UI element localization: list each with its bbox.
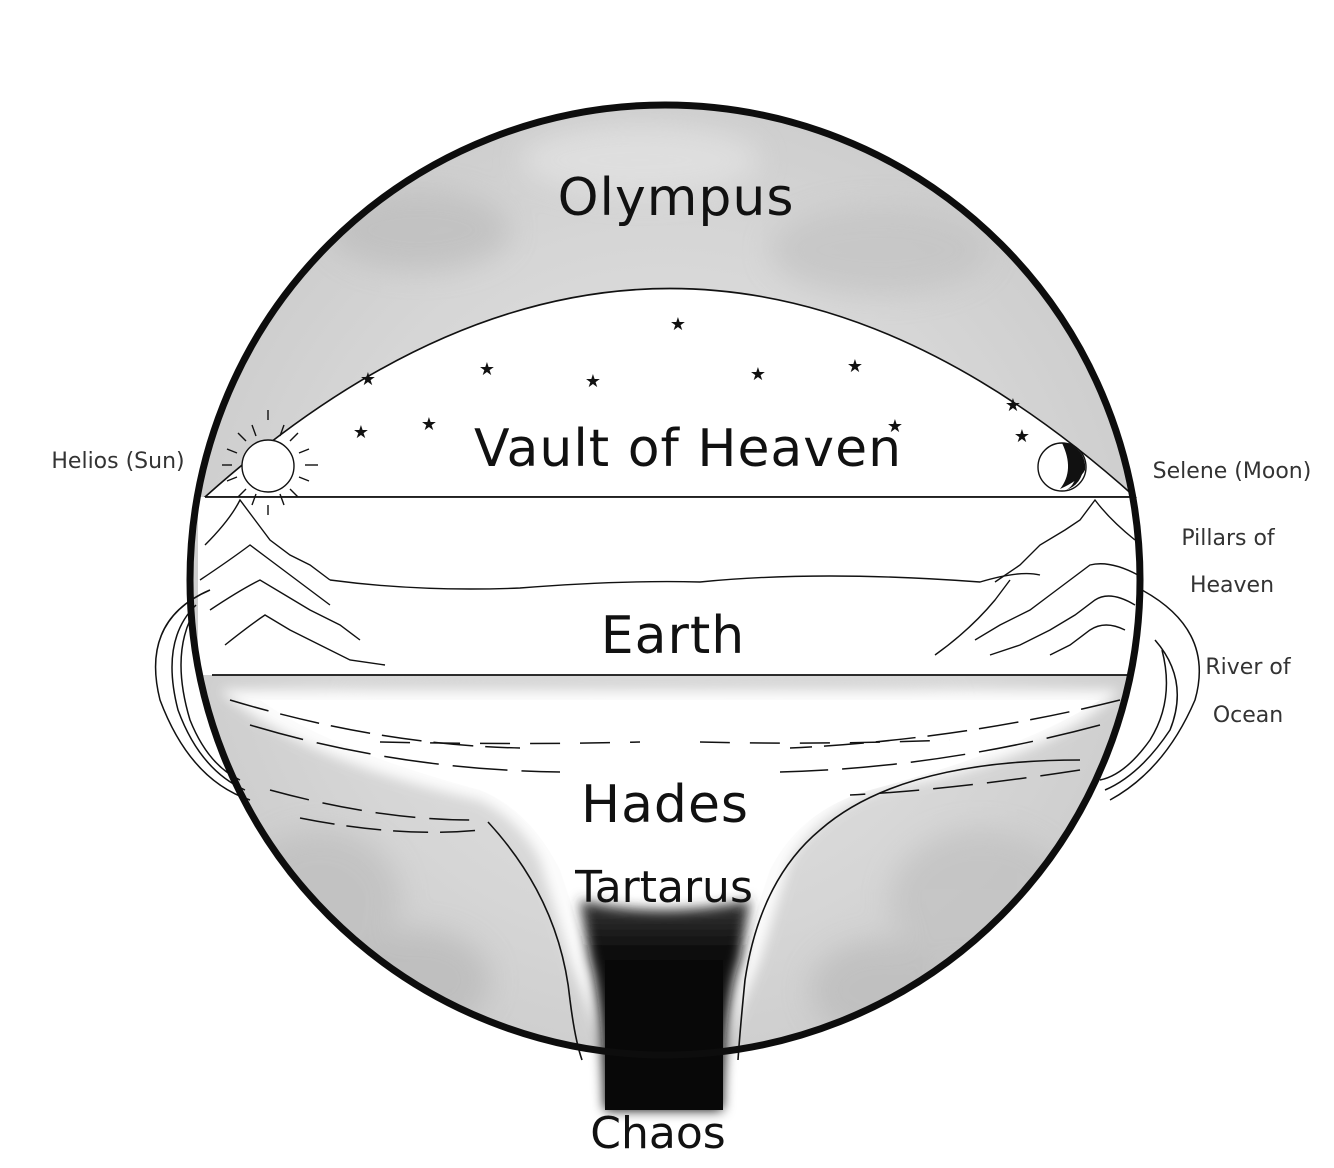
star-icon: ★: [750, 364, 766, 385]
vault-dome: [202, 287, 1138, 498]
olympus-label: Olympus: [558, 168, 795, 228]
star-icon: ★: [1005, 395, 1021, 416]
star-icon: ★: [670, 314, 686, 335]
stars: ★ ★ ★ ★ ★ ★ ★ ★ ★ ★ ★: [353, 314, 1030, 447]
tartarus-label: Tartarus: [574, 862, 753, 913]
selene-moon-label: Selene (Moon): [1153, 459, 1312, 484]
river-of-ocean-label-line2: Ocean: [1213, 703, 1283, 728]
river-of-ocean-label-line1: River of: [1205, 655, 1291, 680]
pillars-of-heaven-label-line1: Pillars of: [1181, 526, 1276, 551]
moon-icon: [1037, 442, 1087, 492]
earth-label: Earth: [601, 606, 745, 666]
star-icon: ★: [1014, 426, 1030, 447]
chaos-abyss: [580, 900, 750, 1110]
star-icon: ★: [421, 414, 437, 435]
hades-bowl-core: [260, 700, 1100, 1050]
hades-label: Hades: [581, 775, 749, 835]
star-icon: ★: [479, 359, 495, 380]
helios-sun-label: Helios (Sun): [51, 449, 184, 474]
star-icon: ★: [585, 371, 601, 392]
tartarus-funnel-left: [487, 821, 583, 1061]
globe-outline: [186, 101, 1144, 1059]
pillars-of-heaven-mountains: [199, 498, 1139, 666]
star-icon: ★: [887, 416, 903, 437]
earth-band: [198, 497, 1140, 675]
river-of-ocean-lines: [154, 589, 1201, 834]
star-icon: ★: [360, 369, 376, 390]
vault-of-heaven-label: Vault of Heaven: [474, 419, 902, 479]
chaos-label: Chaos: [590, 1108, 725, 1159]
sun-icon: [222, 410, 318, 515]
star-icon: ★: [353, 422, 369, 443]
tartarus-funnel-right: [737, 759, 1081, 1061]
star-icon: ★: [847, 356, 863, 377]
pillars-of-heaven-label-line2: Heaven: [1190, 573, 1274, 598]
